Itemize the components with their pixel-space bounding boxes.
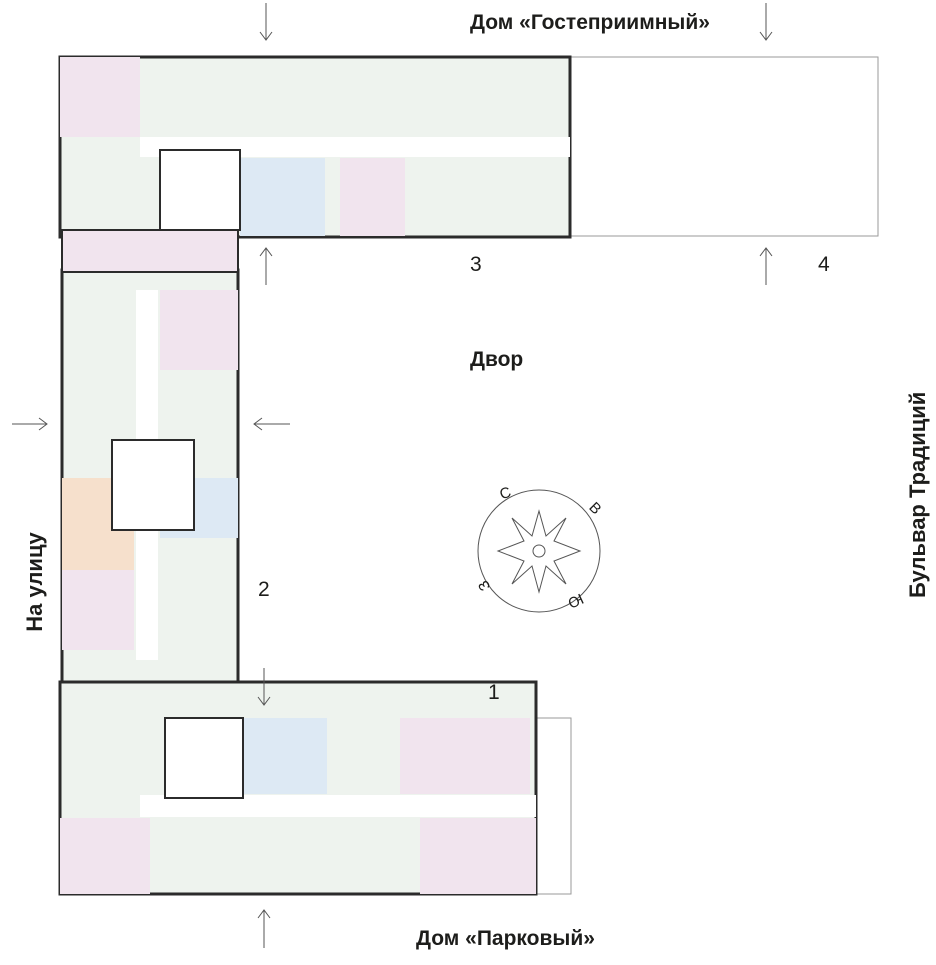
section-number-4: 4: [818, 253, 830, 276]
compass-rose: [477, 489, 601, 613]
section-number-1: 1: [488, 681, 500, 704]
section-1-annex-outline: [535, 717, 572, 895]
top-wing: [58, 55, 572, 239]
connector-top-left: [61, 229, 239, 273]
house-bottom-label: Дом «Парковый»: [416, 927, 595, 950]
courtyard-label: Двор: [470, 348, 524, 371]
left-wing: [60, 268, 240, 684]
street-left-label: На улицу: [22, 532, 47, 632]
house-top-label: Дом «Гостеприимный»: [470, 11, 710, 34]
section-number-2: 2: [258, 578, 270, 601]
section-4-outline: [569, 56, 879, 237]
bottom-wing: [58, 680, 538, 896]
boulevard-right-label: Бульвар Традиций: [905, 391, 930, 598]
entry-arrows: [12, 3, 773, 948]
section-number-3: 3: [470, 253, 482, 276]
